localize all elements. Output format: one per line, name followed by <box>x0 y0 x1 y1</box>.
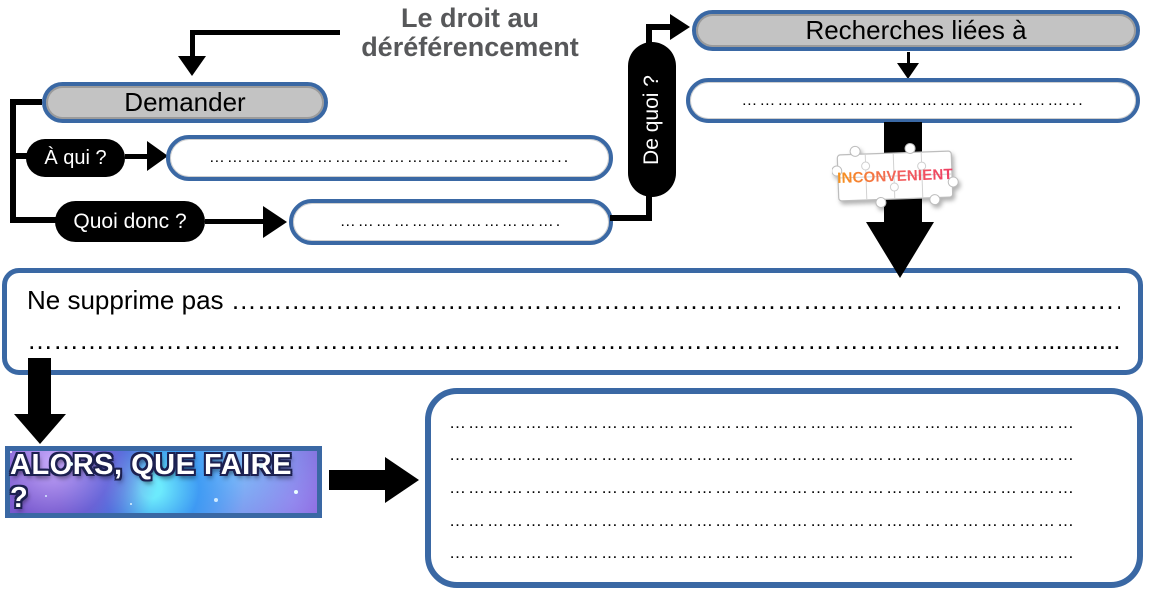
page-title: Le droit au déréférencement <box>270 4 670 62</box>
quoi-donc-label: Quoi donc ? <box>73 209 187 233</box>
left-bracket-line <box>10 99 16 223</box>
answers-arrow-shaft <box>329 470 387 490</box>
page-title-line2: déréférencement <box>361 31 579 62</box>
answer-line: ……………………………………………………………………………………… <box>449 445 1076 465</box>
recherches-label: Recherches liées à <box>805 15 1027 45</box>
left-bracket-line <box>14 217 56 223</box>
quoi-donc-connector-line <box>205 219 265 224</box>
a-qui-node: À qui ? <box>26 139 125 177</box>
demander-node: Demander <box>42 82 328 123</box>
inconvenient-puzzle-image: INCONVENIENT <box>832 142 959 209</box>
answers-box: ……………………………………………………………………………………… ………………… <box>425 388 1143 588</box>
ne-supprime-pas-box: Ne supprime pas ………………………………………………………………… <box>2 268 1143 375</box>
de-quoi-node: De quoi ? <box>628 42 676 197</box>
answer-line: ……………………………………………………………………………………… <box>449 477 1076 497</box>
answer-line: ……………………………………………………………………………………… <box>449 510 1076 530</box>
a-qui-answer-field: …………………………………………………... <box>166 135 613 181</box>
left-bracket-line <box>14 153 28 159</box>
de-quoi-connector-line <box>610 215 652 221</box>
recherches-connector-line <box>646 24 652 44</box>
quoi-donc-answer-dots: ………………………………. <box>339 213 563 230</box>
left-bracket-line <box>14 99 42 105</box>
recherches-answer-field: ………………………………………………... <box>686 78 1140 123</box>
a-qui-answer-dots: …………………………………………………... <box>208 149 571 166</box>
arrow-right-icon <box>147 141 168 171</box>
title-connector-line <box>190 30 340 35</box>
recherches-field-connector-line <box>907 52 910 65</box>
quoi-donc-answer-field: ………………………………. <box>289 199 613 245</box>
a-qui-connector-line <box>125 154 149 159</box>
alors-que-faire-label: ALORS, QUE FAIRE ? <box>10 449 292 514</box>
arrow-down-icon <box>178 56 206 76</box>
title-connector-line <box>190 30 195 58</box>
banner-arrow-shaft <box>28 358 51 418</box>
recherches-connector-line <box>646 24 672 30</box>
demander-label: Demander <box>124 87 246 117</box>
arrow-down-icon <box>14 414 66 444</box>
ne-supprime-pas-line2: ……………………………………………………………………………………………………….… <box>27 325 1120 355</box>
arrow-right-icon <box>670 14 690 40</box>
recherches-node: Recherches liées à <box>692 10 1140 51</box>
arrow-right-icon <box>263 206 287 238</box>
a-qui-label: À qui ? <box>44 146 107 169</box>
ne-supprime-pas-line1: Ne supprime pas ………………………………………………………………… <box>27 285 1120 315</box>
arrow-down-icon <box>897 63 919 79</box>
inconvenient-label: INCONVENIENT <box>837 166 953 187</box>
de-quoi-label: De quoi ? <box>640 74 663 165</box>
answer-line: ……………………………………………………………………………………… <box>449 543 1076 563</box>
arrow-right-icon <box>385 457 419 503</box>
de-quoi-connector-line <box>646 196 652 221</box>
page-title-line1: Le droit au <box>400 3 539 33</box>
alors-que-faire-banner: ALORS, QUE FAIRE ? <box>5 446 322 518</box>
quoi-donc-node: Quoi donc ? <box>55 201 205 242</box>
recherches-answer-dots: ………………………………………………... <box>741 91 1085 109</box>
arrow-down-icon <box>866 222 934 278</box>
answer-line: ……………………………………………………………………………………… <box>449 412 1076 432</box>
